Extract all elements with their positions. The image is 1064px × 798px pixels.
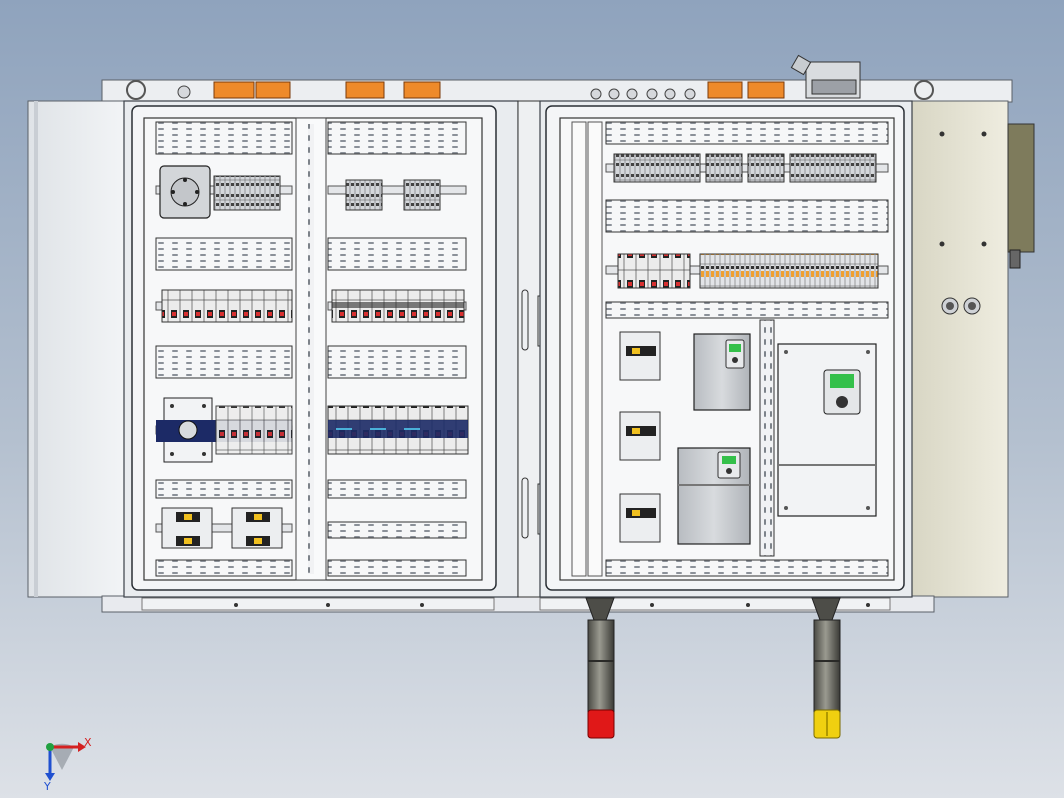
- drive-large: [777, 343, 877, 517]
- beacon-red: [585, 597, 615, 739]
- coordinate-triad: [45, 742, 86, 781]
- left-side-panel: [27, 100, 125, 598]
- terminal-blocks: [699, 253, 879, 289]
- busbar-breakers: [327, 405, 469, 455]
- gland-plates: [177, 54, 861, 100]
- junction-box: [159, 165, 211, 219]
- contactors: [617, 253, 691, 289]
- relay-modules: [345, 179, 441, 211]
- x-axis-label: X: [84, 736, 92, 749]
- fuse-holders: [619, 331, 661, 543]
- main-switch: [156, 397, 293, 463]
- beacon-yellow: [811, 597, 841, 739]
- y-axis-label: Y: [44, 780, 51, 793]
- circuit-breakers: [161, 289, 293, 323]
- cabinet-base: [101, 595, 935, 613]
- terminal-relays: [161, 507, 283, 549]
- right-side-panel: [911, 100, 1035, 598]
- terminal-rails: [613, 153, 877, 183]
- contactor-row: [331, 289, 465, 323]
- drive-small: [693, 333, 751, 411]
- drive-medium: [677, 447, 751, 545]
- terminal-block-strip: [213, 175, 281, 211]
